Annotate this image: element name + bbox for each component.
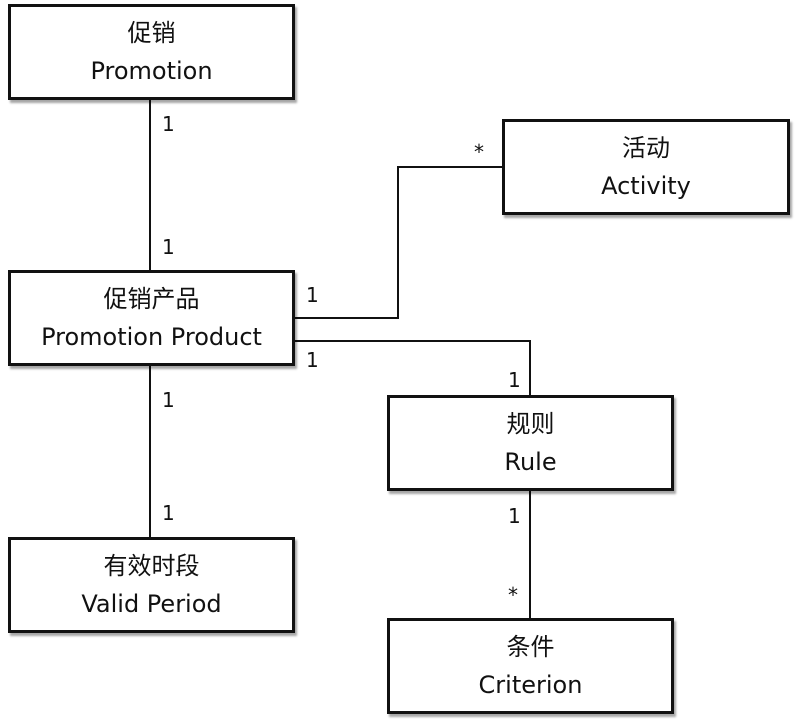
multiplicity-product-activity-target: * — [474, 140, 484, 164]
multiplicity-rule-criterion-target: * — [508, 583, 518, 607]
class-box-criterion: 条件 Criterion — [387, 618, 674, 714]
class-box-valid-period: 有效时段 Valid Period — [8, 537, 295, 633]
class-name-en: Rule — [504, 448, 557, 476]
multiplicity-promotion-end: 1 — [162, 112, 175, 136]
multiplicity-product-rule-target: 1 — [508, 368, 521, 392]
line-product-activity — [295, 166, 503, 319]
class-name-zh: 规则 — [506, 410, 555, 438]
class-name-en: Promotion — [90, 57, 213, 85]
multiplicity-product-activity-source: 1 — [306, 283, 319, 307]
class-name-en: Activity — [601, 172, 691, 200]
multiplicity-product-period-source: 1 — [162, 388, 175, 412]
class-box-promotion: 促销 Promotion — [8, 4, 295, 100]
multiplicity-product-period-target: 1 — [162, 501, 175, 525]
class-name-zh: 条件 — [506, 633, 555, 661]
class-name-en: Criterion — [478, 671, 583, 699]
multiplicity-product-end: 1 — [162, 235, 175, 259]
class-box-promotion-product: 促销产品 Promotion Product — [8, 270, 295, 366]
class-name-zh: 有效时段 — [103, 552, 200, 580]
class-name-zh: 促销 — [127, 19, 176, 47]
class-box-rule: 规则 Rule — [387, 395, 674, 491]
class-name-en: Promotion Product — [41, 323, 262, 351]
multiplicity-product-rule-source: 1 — [306, 348, 319, 372]
class-name-en: Valid Period — [81, 590, 222, 618]
line-product-rule — [295, 340, 531, 396]
class-name-zh: 活动 — [622, 134, 670, 162]
class-box-activity: 活动 Activity — [502, 119, 790, 215]
multiplicity-rule-criterion-source: 1 — [508, 504, 521, 528]
class-name-zh: 促销产品 — [103, 285, 200, 313]
